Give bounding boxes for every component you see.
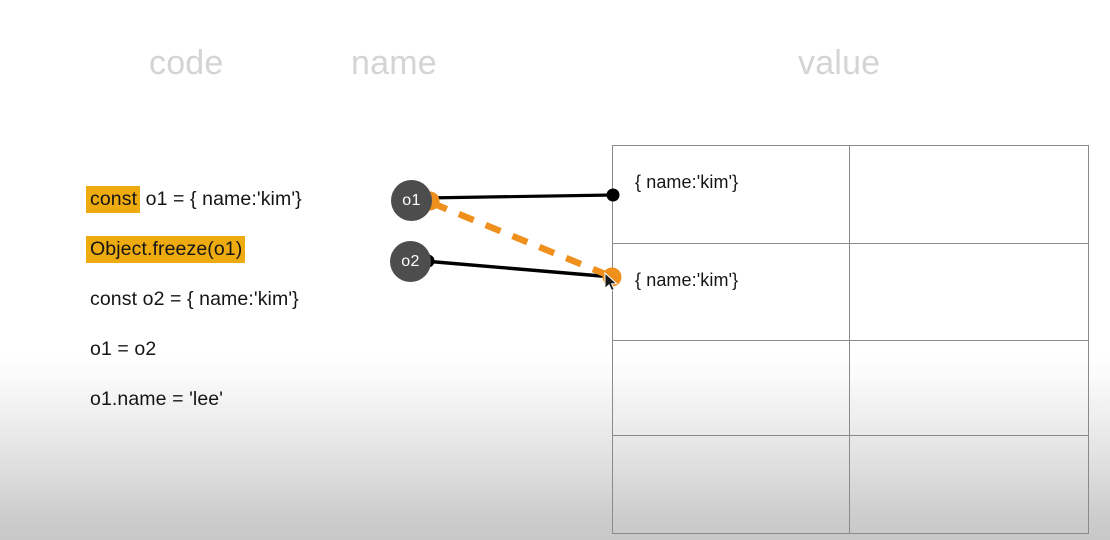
node-o1-label: o1 <box>402 191 421 209</box>
code-line-const-o2: const o2 = { name:'kim'} <box>90 286 299 312</box>
edge-o1-to-row0 <box>423 193 615 200</box>
column-header-code: code <box>149 44 224 82</box>
table-cell-value <box>849 146 1088 244</box>
table-row <box>613 436 1088 533</box>
node-o1[interactable]: o1 <box>391 180 432 221</box>
table-row: { name:'kim'} <box>613 146 1088 244</box>
code-highlight-const: const <box>86 186 141 213</box>
node-o2-label: o2 <box>401 252 420 270</box>
table-cell-value <box>613 341 850 436</box>
code-line-o1-name-lee: o1.name = 'lee' <box>90 386 223 412</box>
node-o2[interactable]: o2 <box>390 241 431 282</box>
code-line-o1-assign-o2: o1 = o2 <box>90 336 156 362</box>
edge-o1-to-row1-dashed <box>430 199 612 280</box>
table-row: { name:'kim'} <box>613 244 1088 341</box>
code-text-o1-name-lee: o1.name = 'lee' <box>90 388 224 410</box>
table-cell-value <box>849 244 1088 341</box>
table-cell-value <box>849 341 1088 436</box>
value-table: { name:'kim'} { name:'kim'} <box>612 145 1089 534</box>
table-cell-value <box>613 436 850 533</box>
table-cell-value <box>850 436 1089 533</box>
code-line-const-o1: const o1 = { name:'kim'} <box>86 186 302 213</box>
table-cell-value: { name:'kim'} <box>613 244 850 341</box>
edge-o2-to-row1 <box>422 259 615 279</box>
table-row <box>613 341 1088 436</box>
column-header-name: name <box>351 44 437 82</box>
code-text-o1-assign-o2: o1 = o2 <box>90 338 157 360</box>
table-cell-value: { name:'kim'} <box>613 146 850 244</box>
code-line-object-freeze: Object.freeze(o1) <box>86 236 246 263</box>
code-highlight-object-freeze: Object.freeze(o1) <box>86 236 246 263</box>
code-text-const-rest: o1 = { name:'kim'} <box>140 188 302 210</box>
code-text-const-o2: const o2 = { name:'kim'} <box>90 288 299 310</box>
column-header-value: value <box>798 44 881 82</box>
